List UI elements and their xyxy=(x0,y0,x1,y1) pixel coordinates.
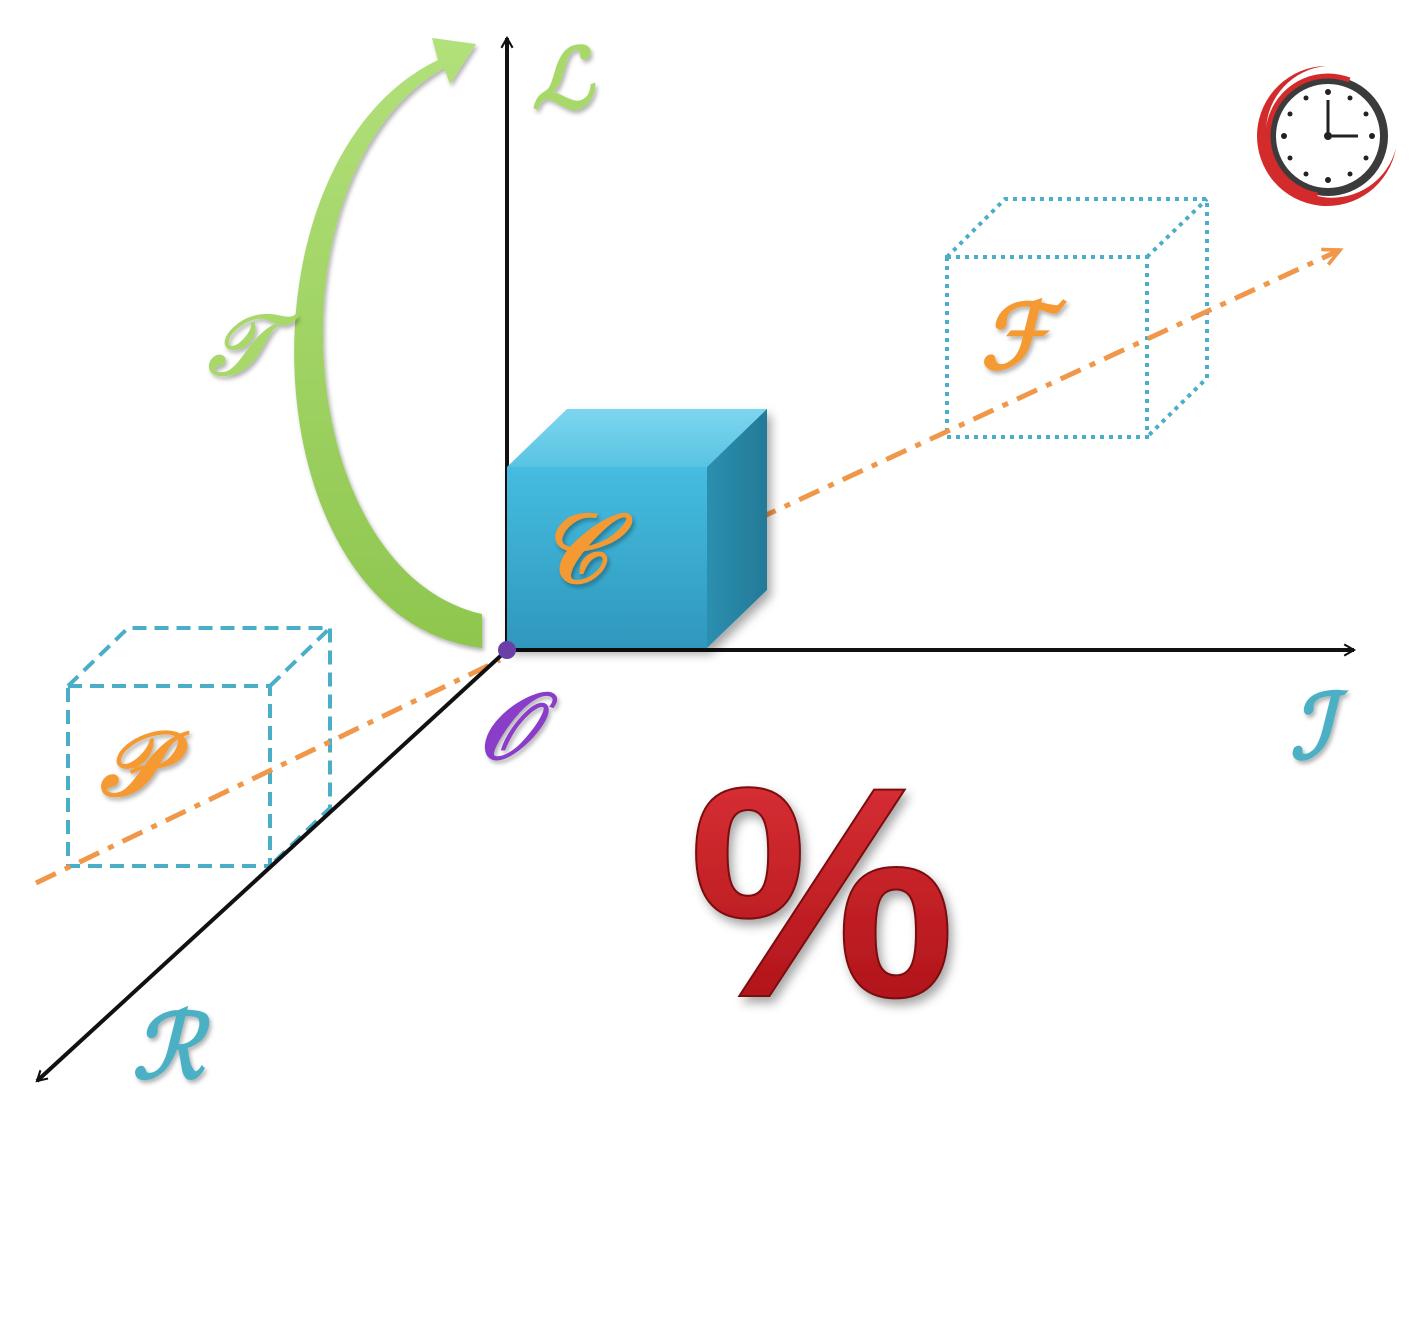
percent-sign: % xyxy=(689,724,956,1060)
worldline-future xyxy=(710,247,1344,543)
clock-icon xyxy=(1257,66,1396,206)
depth-axis xyxy=(35,648,509,1083)
future-cube xyxy=(945,197,1209,439)
center-cube xyxy=(507,409,767,648)
label-I: ℐ xyxy=(1290,674,1349,780)
label-O: 𝒪 xyxy=(478,672,558,780)
worldline-past xyxy=(34,657,502,886)
time-arc-arrow xyxy=(294,38,482,648)
past-cube xyxy=(66,626,332,868)
label-F: ℱ xyxy=(980,284,1067,390)
origin-dot xyxy=(498,641,516,659)
label-P: 𝒫 xyxy=(100,711,190,817)
label-T: 𝒯 xyxy=(207,295,299,394)
label-R: ℛ xyxy=(132,994,211,1100)
label-L: ℒ xyxy=(532,29,596,128)
